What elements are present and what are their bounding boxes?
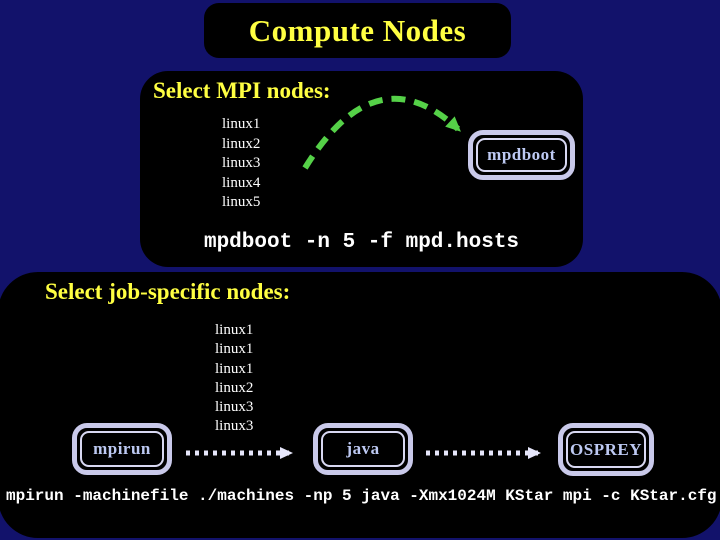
job-panel-heading: Select job-specific nodes: bbox=[45, 279, 291, 304]
java-box-label: java bbox=[321, 431, 405, 467]
java-box: java bbox=[313, 423, 413, 475]
node-item: linux2 bbox=[222, 135, 261, 152]
mpdboot-box: mpdboot bbox=[468, 130, 575, 180]
job-panel: Select job-specific nodes: linux1 linux1… bbox=[0, 272, 720, 538]
node-item: linux3 bbox=[215, 399, 254, 416]
mpirun-box: mpirun bbox=[72, 423, 172, 475]
node-item: linux3 bbox=[215, 418, 254, 435]
mpirun-box-label: mpirun bbox=[80, 431, 164, 467]
mpdboot-box-label: mpdboot bbox=[476, 138, 567, 172]
node-item: linux1 bbox=[215, 341, 254, 358]
osprey-box: OSPREY bbox=[558, 423, 654, 476]
osprey-box-label: OSPREY bbox=[566, 431, 646, 468]
node-item: linux1 bbox=[215, 322, 254, 338]
node-item: linux2 bbox=[215, 379, 254, 396]
mpdboot-command: mpdboot -n 5 -f mpd.hosts bbox=[203, 231, 520, 254]
mpi-panel: Select MPI nodes: linux1 linux2 linux3 l… bbox=[140, 71, 583, 267]
node-item: linux5 bbox=[222, 194, 261, 210]
mpi-panel-heading: Select MPI nodes: bbox=[153, 78, 331, 103]
node-item: linux3 bbox=[222, 155, 261, 171]
slide-title-box: Compute Nodes bbox=[204, 3, 511, 58]
mpi-node-list: linux1 linux2 linux3 linux4 linux5 bbox=[222, 115, 260, 213]
mpirun-command: mpirun -machinefile ./machines -np 5 jav… bbox=[6, 487, 717, 505]
slide-title: Compute Nodes bbox=[248, 12, 467, 48]
node-item: linux1 bbox=[215, 360, 254, 377]
job-node-list: linux1 linux1 linux1 linux2 linux3 linux… bbox=[215, 321, 253, 437]
node-item: linux1 bbox=[222, 116, 261, 132]
node-item: linux4 bbox=[222, 174, 261, 191]
